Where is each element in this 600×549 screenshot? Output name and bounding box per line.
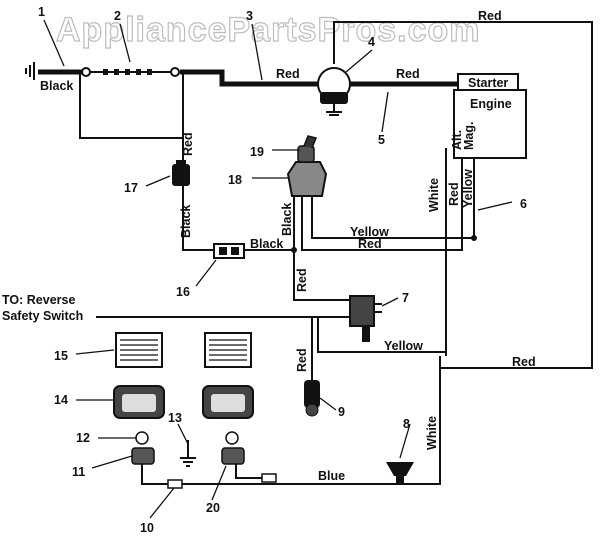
callout-11: 11: [72, 465, 85, 479]
callout-19: 19: [250, 145, 264, 159]
lens-right: [204, 332, 252, 368]
callout-8: 8: [403, 417, 410, 431]
reverse-switch-note-line1: TO: Reverse: [2, 293, 75, 307]
black-wire-17-to-16: [182, 186, 214, 251]
callout-18: 18: [228, 173, 242, 187]
callout-14: 14: [54, 393, 68, 407]
label-red-lower-right: Red: [512, 355, 536, 369]
ground-13: [180, 440, 196, 467]
label-red-engine: Red: [447, 182, 461, 206]
callout-5: 5: [378, 133, 385, 147]
label-white-lower: White: [425, 416, 439, 450]
leader-lines: [43, 19, 513, 519]
callout-16: 16: [176, 285, 190, 299]
mag-label: Mag.: [462, 122, 476, 150]
label-yellow-lower: Yellow: [384, 339, 423, 353]
main-red-cable: [180, 69, 320, 87]
switch-8: [386, 462, 414, 484]
red-top-loop: [333, 21, 593, 369]
yellow-wire-lower: [317, 317, 446, 353]
blue-wire-lamp2: [235, 463, 262, 479]
wires: [25, 21, 593, 485]
lens-left: [115, 332, 163, 368]
junction-dot: [471, 235, 477, 241]
ignition-switch: [286, 135, 328, 197]
housing-left: [113, 385, 165, 419]
reverse-switch-note-line2: Safety Switch: [2, 309, 83, 323]
callout-2: 2: [114, 9, 121, 23]
label-black-switch: Black: [280, 203, 294, 236]
plug-connector: [304, 380, 320, 417]
engine-label: Engine: [470, 97, 512, 111]
label-black-battery: Black: [40, 79, 73, 93]
housing-right: [202, 385, 254, 419]
chassis-ground-left: [25, 62, 35, 80]
label-white-v: White: [427, 178, 441, 212]
switch-wire-yellow: [311, 150, 475, 239]
callout-20: 20: [206, 501, 220, 515]
inline-fuse: [167, 479, 183, 489]
battery-terminals: [81, 67, 180, 77]
wire-labels: Black Red Red Red Red Black Black Black …: [40, 9, 536, 483]
white-wire-to-8: [405, 356, 441, 485]
callout-4: 4: [368, 35, 375, 49]
engine-block: Starter Engine Alt. Mag.: [450, 73, 527, 159]
safety-switch: [349, 295, 382, 342]
label-red-h: Red: [358, 237, 382, 251]
label-red-center: Red: [295, 268, 309, 292]
starter-label: Starter: [468, 76, 508, 90]
callout-10: 10: [140, 521, 154, 535]
callout-numbers: 1 2 3 4 5 6 7 8 9 10 11 12 13 14 15 16 1…: [38, 5, 527, 535]
callout-7: 7: [402, 291, 409, 305]
junction-dot: [291, 247, 297, 253]
watermark: AppliancePartsPros.com: [56, 11, 480, 49]
callout-17: 17: [124, 181, 138, 195]
callout-6: 6: [520, 197, 527, 211]
label-red-lower: Red: [295, 348, 309, 372]
callout-15: 15: [54, 349, 68, 363]
label-black-left: Black: [179, 205, 193, 238]
callout-9: 9: [338, 405, 345, 419]
blue-wire: [141, 463, 405, 485]
red-wire-to-7: [293, 250, 352, 301]
connector-block: [213, 243, 245, 259]
label-red-top-right: Red: [396, 67, 420, 81]
label-black-16: Black: [250, 237, 283, 251]
label-yellow-engine: Yellow: [461, 169, 475, 208]
callout-13: 13: [168, 411, 182, 425]
callout-1: 1: [38, 5, 45, 19]
label-red-top-loop: Red: [478, 9, 502, 23]
lamp-socket-right: [221, 431, 277, 483]
label-red-top-left: Red: [276, 67, 300, 81]
lamp-socket-left: [131, 431, 155, 465]
callout-3: 3: [246, 9, 253, 23]
solenoid: [317, 67, 351, 116]
label-yellow-h: Yellow: [350, 225, 389, 239]
alt-label: Alt.: [450, 130, 464, 150]
callout-12: 12: [76, 431, 90, 445]
battery-loop-wire: [79, 74, 184, 139]
label-blue: Blue: [318, 469, 345, 483]
switch-wire-red: [301, 196, 463, 251]
fuse-holder: [172, 160, 190, 186]
label-red-17: Red: [181, 132, 195, 156]
